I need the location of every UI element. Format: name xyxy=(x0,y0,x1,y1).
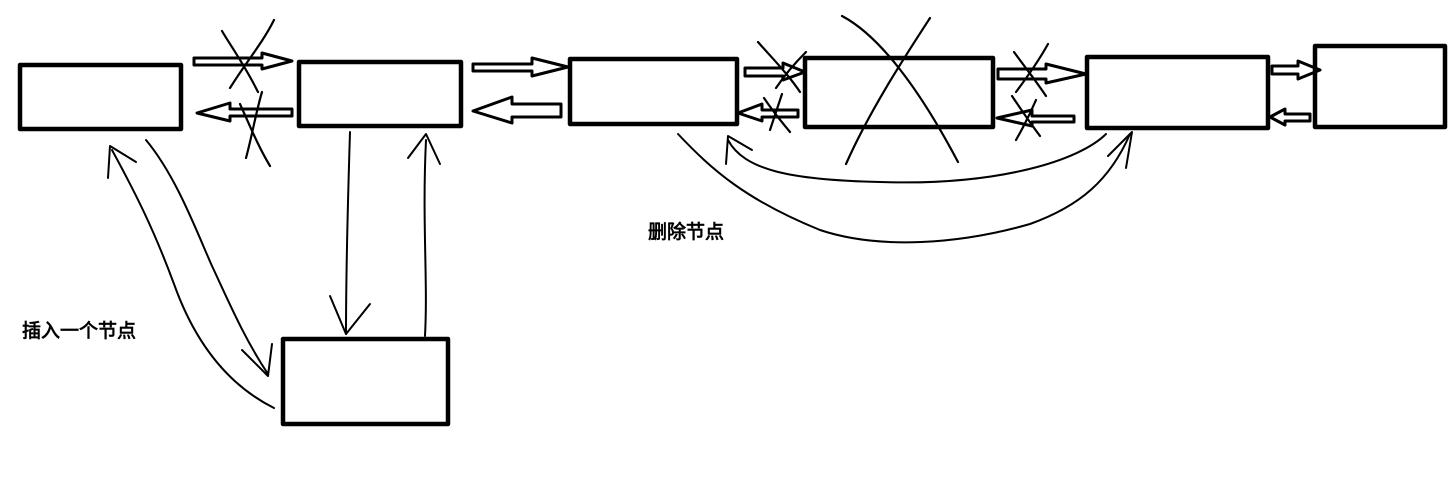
arrow-deleted-to-n3 xyxy=(736,102,800,123)
node-6 xyxy=(1312,43,1448,130)
arrow-n2-to-n3 xyxy=(471,56,570,78)
arrowhead-n3-to-n5-bypass xyxy=(1107,131,1133,169)
node-2 xyxy=(296,59,464,129)
node-1 xyxy=(17,62,184,132)
arrow-n3-to-deleted xyxy=(743,61,807,82)
arrowhead-n5-to-n3-bypass xyxy=(725,135,753,165)
arrowhead-n1-to-inserted xyxy=(241,343,273,377)
cross-mark-deleted-node xyxy=(840,14,960,166)
arrowhead-inserted-to-n1 xyxy=(107,145,137,179)
node-deleted xyxy=(802,55,996,130)
insert-node-label: 插入一个节点 xyxy=(22,320,137,342)
cross-mark-n5-deleted xyxy=(1010,94,1042,142)
arrow-n6-to-n5 xyxy=(1268,107,1312,127)
cross-mark-deleted-n5 xyxy=(1012,42,1050,98)
cross-mark-n2-n1 xyxy=(238,90,272,168)
node-5 xyxy=(1084,54,1271,131)
arrow-n1-to-n2 xyxy=(192,51,294,71)
arrow-n2-to-n1 xyxy=(195,101,294,123)
link-inserted-to-n2 xyxy=(423,139,427,337)
link-n1-to-inserted xyxy=(145,139,269,375)
arrow-n3-to-n2 xyxy=(471,95,563,125)
cross-mark-n3-deleted xyxy=(756,40,808,94)
link-n2-to-inserted xyxy=(345,131,351,335)
node-inserted xyxy=(280,336,451,427)
cross-mark-n1-n2 xyxy=(220,18,276,94)
link-n3-to-n5-bypass xyxy=(677,133,1131,244)
link-n5-to-n3-bypass xyxy=(727,133,1107,184)
arrow-n5-to-n6 xyxy=(1270,59,1322,81)
cross-mark-deleted-n3 xyxy=(762,92,792,134)
arrowhead-inserted-to-n2 xyxy=(407,133,441,165)
arrow-n5-to-deleted xyxy=(995,108,1076,128)
arrowhead-n2-to-inserted xyxy=(329,295,371,335)
arrow-deleted-to-n5 xyxy=(996,62,1088,85)
link-inserted-to-n1 xyxy=(111,149,275,409)
node-3 xyxy=(567,56,740,127)
delete-node-label: 删除节点 xyxy=(648,221,725,243)
